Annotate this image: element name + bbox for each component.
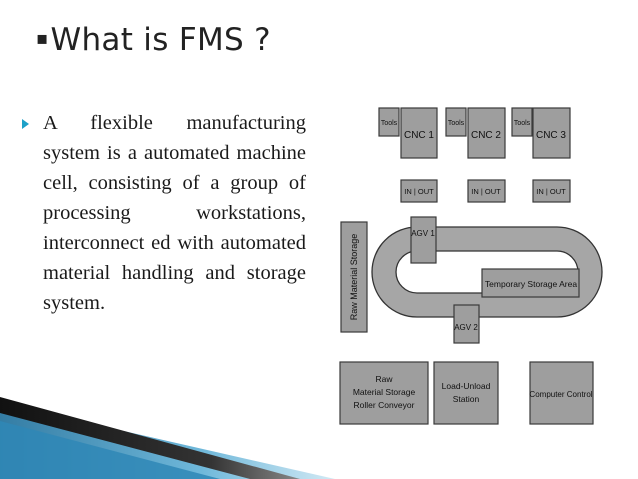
machine-cnc-3: Tools CNC 3 IN | OUT [511,107,571,203]
cnc-label: CNC 3 [536,130,566,141]
agv-1-label: AGV 1 [411,229,435,238]
roller-conveyor-label-line1: Raw [375,374,393,384]
raw-material-roller-conveyor: Raw Material Storage Roller Conveyor [339,361,429,425]
computer-control: Computer Control [529,361,594,425]
cnc-label: CNC 1 [404,130,434,141]
slide-title: ▪What is FMS ? [36,22,271,58]
tools-label: Tools [448,120,465,127]
fms-diagram: Tools CNC 1 IN | OUT Tools CNC 2 IN | OU… [339,107,603,425]
agv-1: AGV 1 [410,216,437,264]
roller-conveyor-label-line3: Roller Conveyor [354,400,415,410]
machine-cnc-2: Tools CNC 2 IN | OUT [445,107,506,203]
raw-material-storage-label: Raw Material Storage [349,234,359,321]
load-unload-label-line2: Station [453,394,480,404]
square-bullet-icon: ▪ [36,28,49,49]
in-out-label: IN | OUT [404,187,434,196]
load-unload-label-line1: Load-Unload [442,381,491,391]
cnc-label: CNC 2 [471,130,501,141]
tools-label: Tools [381,120,398,127]
agv-2: AGV 2 [453,304,480,344]
roller-conveyor-label-line2: Material Storage [353,387,416,397]
temporary-storage-label: Temporary Storage Area [485,279,577,289]
decorative-swoosh [0,397,335,479]
machine-cnc-1: Tools CNC 1 IN | OUT [378,107,438,203]
tools-label: Tools [514,120,531,127]
definition-text: A flexible manufacturing system is a aut… [43,112,306,314]
load-unload-station: Load-Unload Station [433,361,499,425]
triangle-bullet-icon [22,119,29,129]
temporary-storage-area: Temporary Storage Area [481,268,580,298]
slide-title-text: What is FMS ? [50,22,271,58]
in-out-label: IN | OUT [471,187,501,196]
computer-control-label: Computer Control [529,390,592,399]
agv-2-label: AGV 2 [454,323,478,332]
in-out-label: IN | OUT [536,187,566,196]
raw-material-storage: Raw Material Storage [340,221,368,333]
